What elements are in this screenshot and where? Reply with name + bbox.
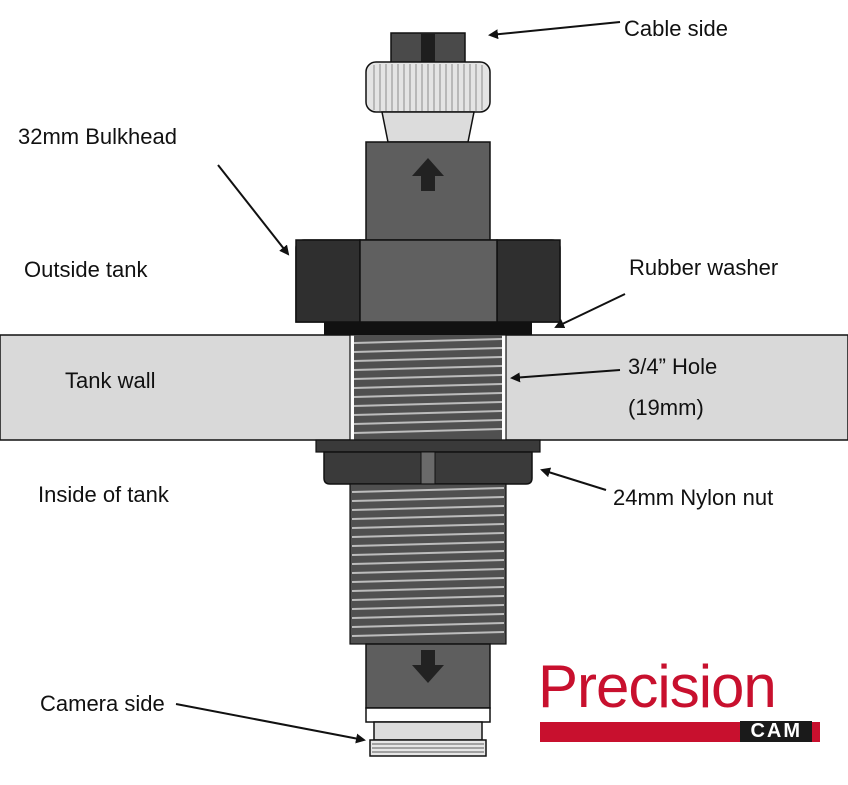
bulkhead-upper-body (365, 141, 491, 243)
nylon-nut (315, 439, 541, 485)
camera-connector (365, 707, 491, 757)
label-nylon-nut: 24mm Nylon nut (613, 485, 774, 510)
leader-hole (510, 369, 621, 383)
label-tank-wall: Tank wall (65, 368, 156, 393)
rubber-washer (324, 322, 532, 335)
down-arrow-icon (412, 650, 444, 683)
label-cable-side: Cable side (624, 16, 728, 41)
brand-logo-bar: CAM (540, 721, 820, 742)
lower-thread (349, 483, 507, 645)
label-camera-side: Camera side (40, 691, 165, 716)
brand-logo-sub: CAM (740, 721, 812, 742)
leader-lines (175, 21, 626, 744)
leader-cable-side (488, 21, 621, 40)
label-outside-tank: Outside tank (24, 257, 148, 282)
bulkhead-hex-nut (295, 239, 561, 323)
leader-nylon-nut (540, 467, 607, 491)
leader-rubber-washer (554, 293, 626, 329)
cable-connector (365, 32, 491, 143)
label-rubber-washer: Rubber washer (629, 255, 779, 280)
leader-bulkhead (217, 164, 290, 256)
label-bulkhead: 32mm Bulkhead (18, 124, 177, 149)
label-inside-tank: Inside of tank (38, 482, 169, 507)
up-arrow-icon (412, 158, 444, 191)
threaded-shaft (349, 334, 507, 441)
brand-logo: Precision (538, 653, 777, 720)
label-hole-size-mm: (19mm) (628, 395, 704, 420)
leader-camera-side (175, 703, 366, 744)
label-hole-size: 3/4” Hole (628, 354, 718, 379)
